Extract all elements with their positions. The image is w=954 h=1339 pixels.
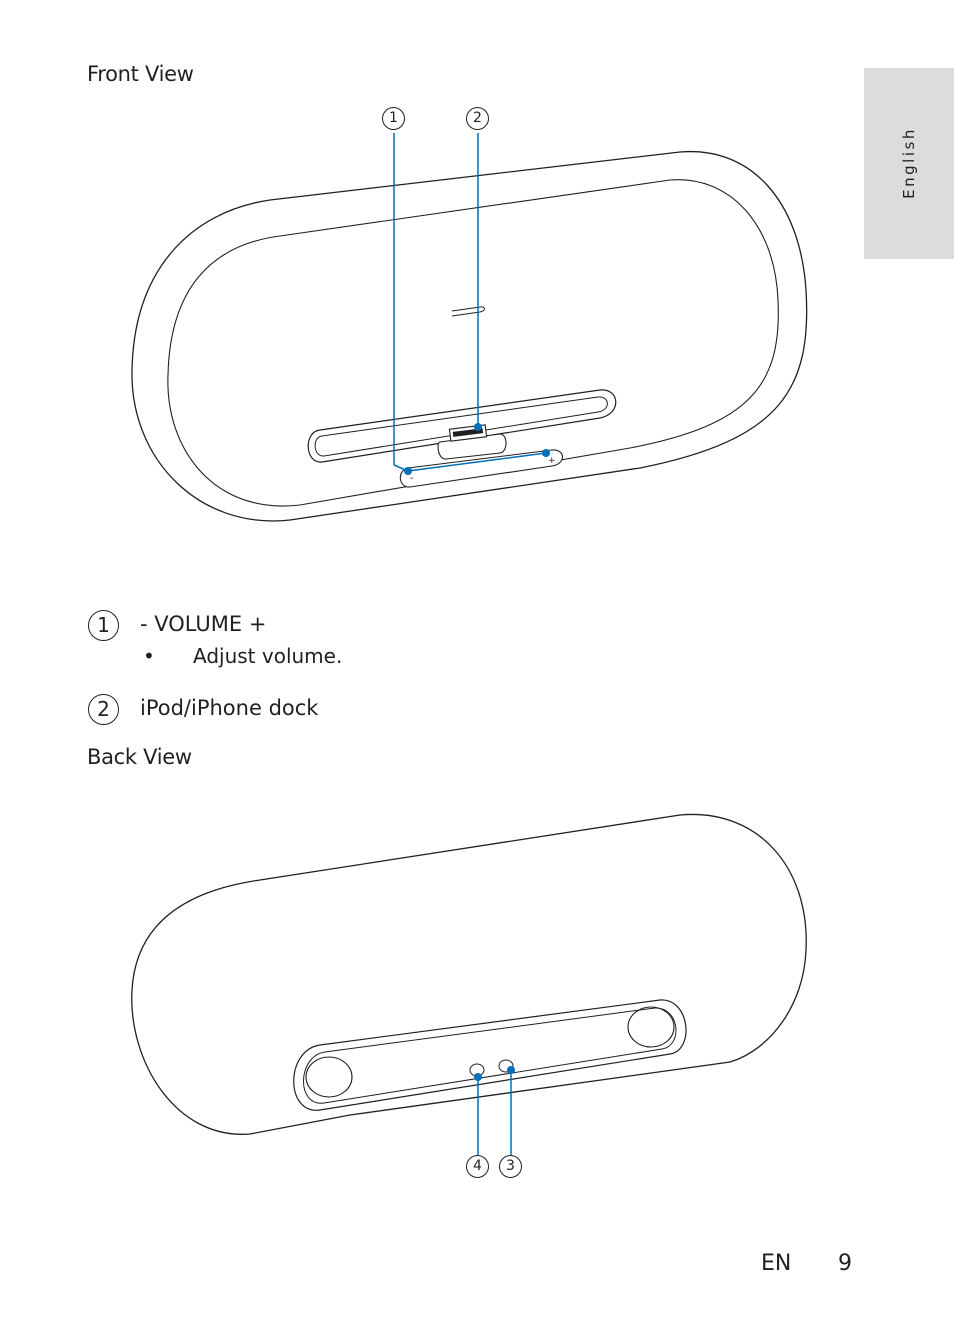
volume-plus-mark: + xyxy=(548,456,556,466)
dock-tray-inner xyxy=(314,396,608,457)
speaker-outer-shell xyxy=(131,150,808,522)
callout-1-badge: 1 xyxy=(382,107,405,130)
front-view-heading: Front View xyxy=(87,62,194,86)
dock-tray-outer xyxy=(307,389,617,463)
back-shell xyxy=(131,813,807,1135)
item-1-bullet: • xyxy=(143,644,155,668)
callout-2-dot xyxy=(474,423,482,431)
top-slot xyxy=(451,306,485,317)
front-view-illustration: - + xyxy=(131,133,808,522)
bass-port-left xyxy=(305,1056,353,1098)
callout-3-dot xyxy=(507,1066,515,1074)
callout-1-dot-right xyxy=(542,449,550,457)
callout-1-dot-left xyxy=(404,467,412,475)
back-view-illustration xyxy=(131,813,807,1155)
item-1-title: - VOLUME + xyxy=(140,612,267,636)
speaker-inner-shell xyxy=(167,179,779,507)
back-view-heading: Back View xyxy=(87,745,192,769)
language-tab: English xyxy=(864,68,954,259)
callout-3-badge: 3 xyxy=(499,1155,522,1178)
item-2-title: iPod/iPhone dock xyxy=(140,696,319,720)
footer-lang: EN xyxy=(761,1251,792,1276)
page-number: 9 xyxy=(838,1251,852,1276)
callout-4-badge: 4 xyxy=(466,1155,489,1178)
callout-4-dot xyxy=(474,1073,482,1081)
volume-minus-mark: - xyxy=(410,473,414,484)
item-1-number: 1 xyxy=(88,610,119,641)
item-1-bullet-text: Adjust volume. xyxy=(193,644,343,668)
callout-2-badge: 2 xyxy=(466,107,489,130)
back-panel-inner xyxy=(303,1007,677,1104)
volume-plate xyxy=(399,449,564,488)
bass-port-right xyxy=(627,1006,675,1048)
jack-3 xyxy=(498,1059,514,1073)
item-2-number: 2 xyxy=(88,694,119,725)
back-panel-outer xyxy=(293,999,687,1111)
